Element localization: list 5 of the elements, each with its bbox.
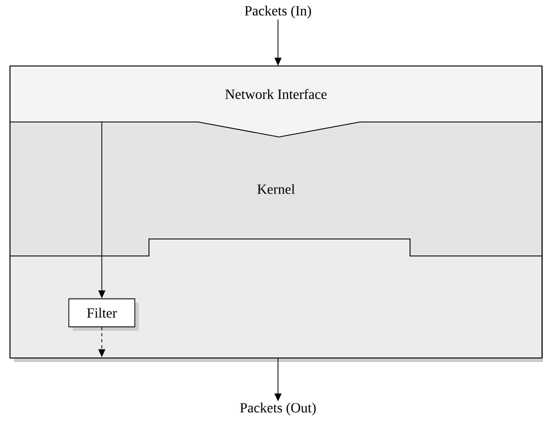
flow-label: Packets (In): [244, 6, 312, 18]
layer-band: Network Interface: [10, 66, 542, 138]
flow-label: Packets (Out): [240, 402, 316, 416]
filter-box: Filter: [68, 298, 139, 331]
layer-band: Kernel: [10, 122, 542, 256]
